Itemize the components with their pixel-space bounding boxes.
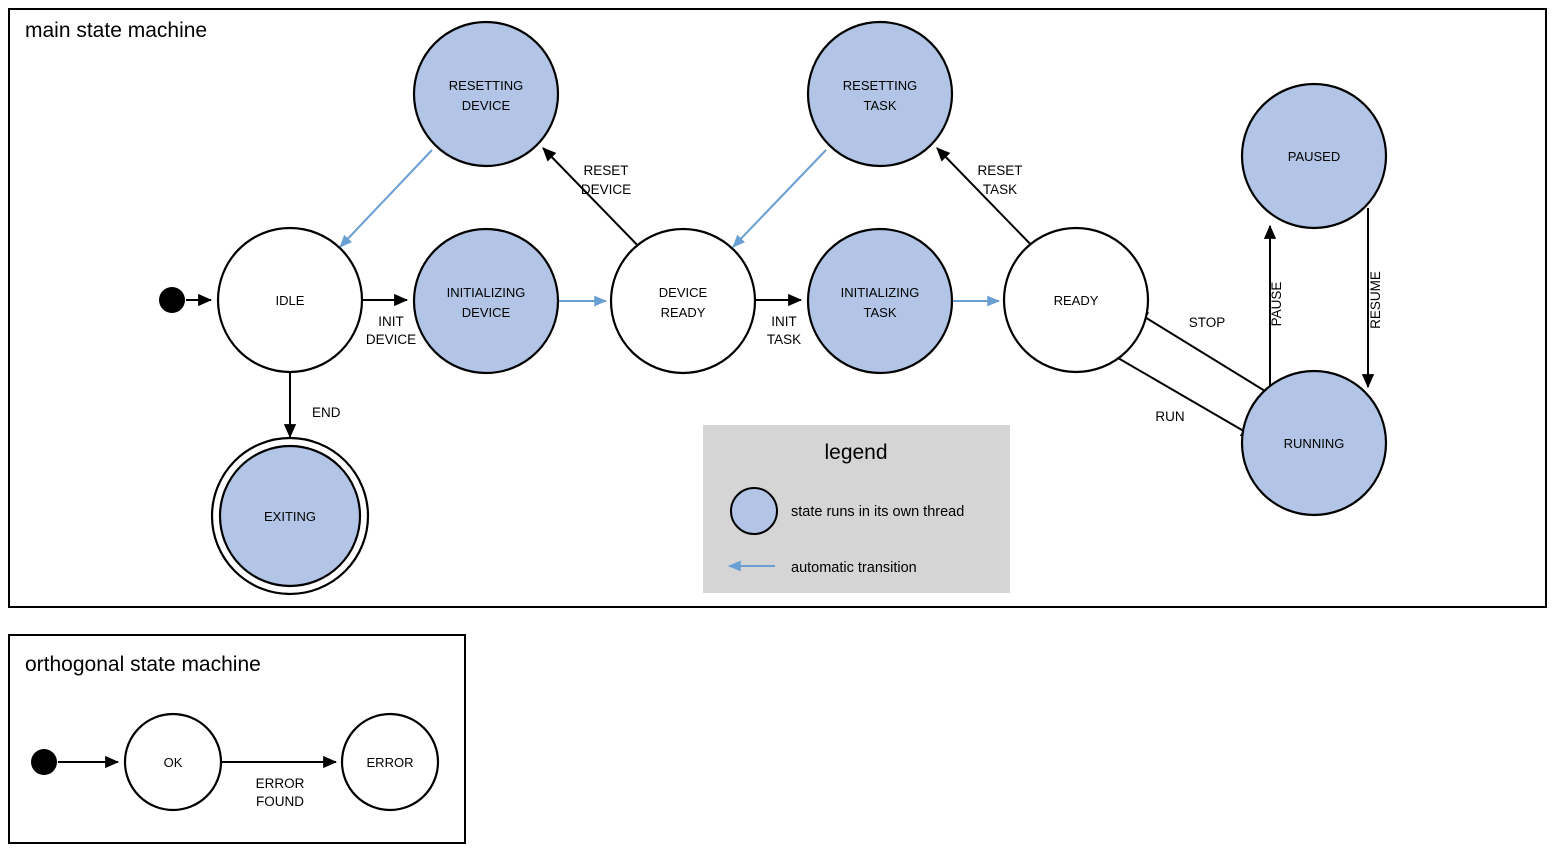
state-label-resetting-task-line2: TASK [864, 98, 897, 113]
edge-label-init-task-line2: TASK [767, 332, 801, 347]
state-label-paused: PAUSED [1288, 149, 1341, 164]
state-circle-ready [1002, 226, 1150, 374]
state-circle-resetting-task [806, 20, 954, 168]
state-node-idle[interactable]: IDLE [216, 226, 364, 374]
state-node-exiting[interactable]: EXITING [210, 436, 370, 596]
state-label-initializing-device-line2: DEVICE [462, 305, 511, 320]
transition-resetting-device-to-idle[interactable] [339, 149, 433, 248]
state-label-device-ready-line1: DEVICE [659, 285, 708, 300]
state-label-initializing-task-line2: TASK [864, 305, 897, 320]
transition-device-ready-to-resetting-device[interactable]: RESET DEVICE [542, 147, 646, 254]
edge-label-end: END [312, 405, 341, 420]
transition-ready-to-resetting-task[interactable]: RESET TASK [936, 147, 1039, 253]
state-label-error: ERROR [367, 755, 414, 770]
edge-label-error-found-line1: ERROR [256, 776, 305, 791]
state-circle-paused [1240, 82, 1388, 230]
transition-idle-to-exiting[interactable]: END [283, 372, 341, 439]
edge-label-init-device-line2: DEVICE [366, 332, 416, 347]
state-label-exiting: EXITING [264, 509, 316, 524]
state-label-resetting-task-line1: RESETTING [843, 78, 917, 93]
transition-running-to-paused[interactable]: PAUSE [1263, 224, 1284, 386]
edge-label-stop: STOP [1189, 315, 1226, 330]
state-node-running[interactable]: RUNNING [1240, 369, 1388, 517]
state-label-ready: READY [1054, 293, 1099, 308]
edge-line [1117, 357, 1255, 438]
edge-label-reset-task-line2: TASK [983, 182, 1017, 197]
state-label-initializing-task-line1: INITIALIZING [841, 285, 920, 300]
transition-running-to-ready[interactable]: STOP [1134, 310, 1266, 392]
transition-ok-to-error[interactable]: ERROR FOUND [221, 755, 338, 809]
state-node-paused[interactable]: PAUSED [1240, 82, 1388, 230]
state-node-ok[interactable]: OK [123, 712, 223, 812]
edge-label-error-found-line2: FOUND [256, 794, 304, 809]
state-circle-resetting-device [412, 20, 560, 168]
edge-line [1134, 310, 1266, 392]
transition-ready-to-running[interactable]: RUN [1117, 357, 1255, 438]
state-label-initializing-device-line1: INITIALIZING [447, 285, 526, 300]
state-node-ready[interactable]: READY [1002, 226, 1150, 374]
state-circle-idle [216, 226, 364, 374]
initial-state-dot-main[interactable] [159, 287, 185, 313]
state-node-resetting-task[interactable]: RESETTING TASK [806, 20, 954, 168]
state-label-resetting-device-line2: DEVICE [462, 98, 511, 113]
state-circle-exiting-inner [218, 444, 362, 588]
edge-line [542, 147, 646, 254]
edge-label-reset-task-line1: RESET [977, 163, 1022, 178]
state-circle-initializing-device [412, 227, 560, 375]
state-circle-error [340, 712, 440, 812]
edge-line [936, 147, 1039, 253]
state-node-resetting-device[interactable]: RESETTING DEVICE [412, 20, 560, 168]
state-node-device-ready[interactable]: DEVICE READY [609, 227, 757, 375]
edge-label-pause: PAUSE [1269, 282, 1284, 327]
edge-label-reset-device-line2: DEVICE [581, 182, 631, 197]
state-circle-device-ready [609, 227, 757, 375]
legend-thread-state-label: state runs in its own thread [791, 504, 964, 520]
state-node-initializing-task[interactable]: INITIALIZING TASK [806, 227, 954, 375]
state-circle-initializing-task [806, 227, 954, 375]
legend-auto-transition-label: automatic transition [791, 560, 917, 576]
state-circle-ok [123, 712, 223, 812]
transition-idle-to-initializing-device[interactable]: INIT DEVICE [362, 293, 416, 347]
legend-thread-state-swatch-icon [730, 487, 778, 535]
state-node-initializing-device[interactable]: INITIALIZING DEVICE [412, 227, 560, 375]
transition-device-ready-to-initializing-task[interactable]: INIT TASK [756, 293, 803, 347]
legend: legend state runs in its own thread auto… [703, 425, 1010, 593]
state-circle-running [1240, 369, 1388, 517]
state-label-running: RUNNING [1284, 436, 1345, 451]
state-label-device-ready-line2: READY [661, 305, 706, 320]
edge-line-auto [339, 149, 433, 248]
edge-label-resume: RESUME [1368, 271, 1383, 329]
legend-title: legend [824, 441, 887, 464]
state-label-idle: IDLE [276, 293, 305, 308]
main-frame-title: main state machine [25, 19, 207, 42]
edge-label-init-device-line1: INIT [378, 314, 404, 329]
edge-label-reset-device-line1: RESET [583, 163, 628, 178]
orthogonal-frame-title: orthogonal state machine [25, 653, 261, 676]
state-label-resetting-device-line1: RESETTING [449, 78, 523, 93]
transition-resetting-task-to-device-ready[interactable] [732, 149, 827, 248]
initial-state-dot-orthogonal[interactable] [31, 749, 57, 775]
edge-line-auto [732, 149, 827, 248]
state-label-ok: OK [164, 755, 183, 770]
transition-paused-to-running[interactable]: RESUME [1361, 208, 1383, 389]
edge-label-init-task-line1: INIT [771, 314, 797, 329]
state-node-error[interactable]: ERROR [340, 712, 440, 812]
edge-label-run: RUN [1155, 409, 1184, 424]
